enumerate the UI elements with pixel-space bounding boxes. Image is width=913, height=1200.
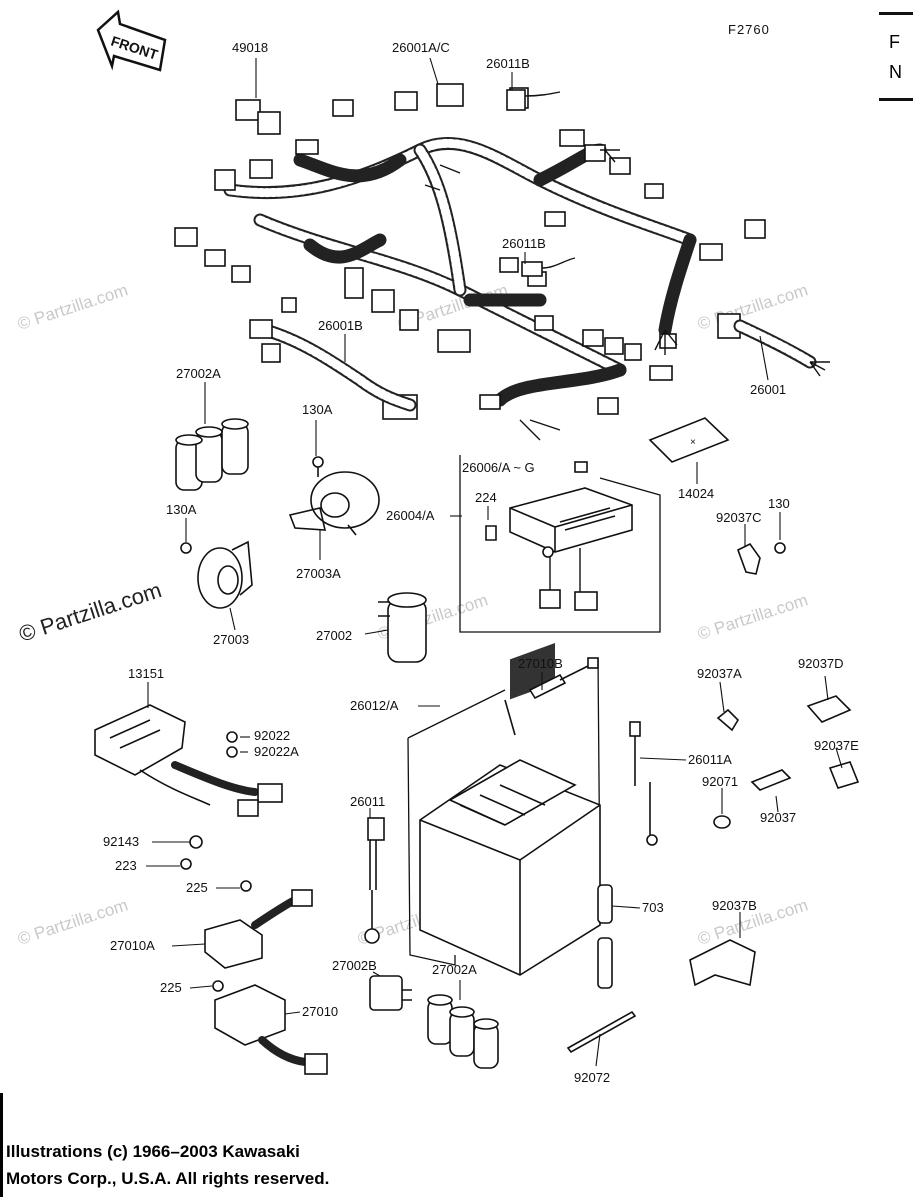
svg-text:×: × (690, 437, 696, 448)
part-label: 49018 (232, 40, 268, 55)
part-label: 27010 (302, 1004, 338, 1019)
harness-26011b-mid (521, 257, 576, 277)
part-label: 225 (160, 980, 182, 995)
watermark: © Partzilla.com (695, 590, 810, 643)
cdi-unit-27010 (214, 984, 328, 1075)
cdi-unit-27010a (204, 889, 313, 969)
fragment-letter: N (889, 62, 902, 82)
copyright-line-2: Motors Corp., U.S.A. All rights reserved… (6, 1169, 330, 1188)
watermark: © Partzilla.com (15, 280, 130, 333)
connector (257, 111, 281, 135)
watermark-prominent: © Partzilla.com (16, 577, 165, 647)
part-label: 92037 (760, 810, 796, 825)
adjacent-page-fragment: F N (873, 0, 913, 110)
part-label: 26011 (350, 794, 385, 809)
part-label: 26011B (486, 56, 530, 71)
right-clamps (689, 695, 860, 987)
part-label: 224 (475, 490, 497, 505)
part-label: 130 (768, 496, 790, 511)
part-label: 27003A (296, 566, 341, 581)
part-label: 92037A (697, 666, 742, 681)
clamp-92037c (737, 542, 786, 575)
part-label: 26004/A (386, 508, 435, 523)
small-hardware (180, 835, 252, 992)
part-label: 130A (166, 502, 197, 517)
part-label: 26012/A (350, 698, 399, 713)
part-label: 13151 (128, 666, 164, 681)
part-label: 26006/A ~ G (462, 460, 535, 475)
sub-harness-26001b (249, 297, 417, 412)
part-label: 92072 (574, 1070, 610, 1085)
horn-27003a (288, 456, 380, 536)
fuse-box-assembly (459, 455, 661, 633)
part-label: 27002B (332, 958, 377, 973)
part-label: 26011A (688, 752, 732, 767)
part-label: 92037D (798, 656, 844, 671)
part-label: 92037B (712, 898, 757, 913)
part-label: 225 (186, 880, 208, 895)
battery-cable-26011 (364, 817, 385, 944)
connector (235, 99, 261, 121)
part-label: 92022A (254, 744, 299, 759)
part-label: 223 (115, 858, 137, 873)
part-label: 92022 (254, 728, 290, 743)
part-label: 92037E (814, 738, 859, 753)
harness-26011b-top (506, 89, 561, 111)
part-label: 26011B (502, 236, 546, 251)
part-label: 26001B (318, 318, 363, 333)
part-label: 26001 (750, 382, 786, 397)
label-plate-14024: × (648, 417, 730, 463)
part-label: 703 (642, 900, 664, 915)
part-label: 26001A/C (392, 40, 450, 55)
battery-cable-26011a (629, 721, 658, 846)
part-label: 92143 (103, 834, 139, 849)
relay-27002a-bottom (427, 994, 499, 1069)
harness-26001 (717, 313, 830, 377)
relay-27002a-top (175, 418, 249, 491)
part-label: 27002 (316, 628, 352, 643)
footer-divider (0, 1093, 3, 1197)
tie-92072 (566, 1010, 637, 1054)
fragment-letter: F (889, 32, 900, 52)
meter-13151 (94, 704, 283, 817)
part-label: 27010A (110, 938, 155, 953)
part-label: 27002A (176, 366, 221, 381)
part-labels: 49018 26001A/C 26011B 26011B 26001B 2600… (103, 40, 859, 1085)
part-label: 92037C (716, 510, 762, 525)
main-harness (174, 83, 766, 441)
part-label: 27003 (213, 632, 249, 647)
battery-26012 (407, 642, 601, 976)
front-arrow-icon: FRONT (96, 9, 167, 72)
figure-code: F2760 (728, 22, 770, 37)
part-label: 27010B (518, 656, 563, 671)
leader-lines (146, 57, 843, 1067)
copyright-footer: Illustrations (c) 1966–2003 Kawasaki Mot… (0, 1093, 330, 1197)
part-label: 27002A (432, 962, 477, 977)
copyright-line-1: Illustrations (c) 1966–2003 Kawasaki (6, 1142, 300, 1161)
part-label: 14024 (678, 486, 714, 501)
tube-703 (597, 884, 613, 989)
horn-27003 (180, 540, 253, 609)
part-label: 92071 (702, 774, 738, 789)
relay-27002 (378, 592, 427, 663)
relay-27002b (369, 975, 412, 1011)
part-label: 130A (302, 402, 333, 417)
